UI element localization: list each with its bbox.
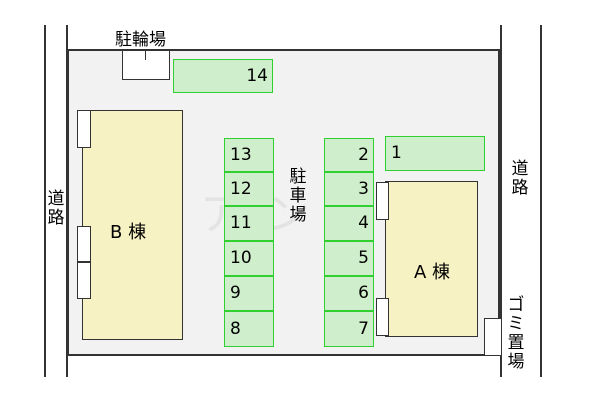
parking-space-10: 10 — [224, 241, 274, 276]
parking-space-number: 1 — [391, 143, 402, 163]
parking-space-number: 2 — [358, 144, 369, 165]
building-a-balcony — [376, 182, 389, 220]
parking-space-number: 11 — [230, 213, 252, 233]
building-a-label: A 棟 — [414, 262, 451, 283]
building-a — [385, 181, 478, 337]
building-a-balcony — [376, 298, 389, 336]
parking-space-6: 6 — [324, 276, 374, 311]
building-b-balcony — [77, 110, 91, 148]
parking-space-9: 9 — [224, 276, 274, 311]
parking-space-8: 8 — [224, 311, 274, 347]
parking-space-number: 6 — [358, 283, 369, 303]
parking-space-number: 7 — [358, 318, 369, 339]
garbage-label: ゴミ置場 — [507, 295, 525, 372]
parking-space-12: 12 — [224, 172, 274, 206]
parking-space-number: 12 — [230, 178, 252, 199]
parking-space-3: 3 — [324, 172, 374, 206]
parking-space-number: 8 — [230, 318, 241, 339]
bicycle-parking-label: 駐輪場 — [115, 30, 166, 50]
parking-space-number: 10 — [230, 248, 252, 268]
garbage-area — [484, 318, 502, 356]
parking-space-14: 14 — [173, 59, 273, 93]
road-right-inner-line — [500, 25, 502, 377]
parking-space-number: 9 — [230, 283, 241, 303]
parking-space-number: 13 — [230, 144, 252, 165]
building-b-balcony — [77, 262, 91, 299]
building-b-balcony — [77, 226, 91, 262]
bicycle-parking-divider — [145, 50, 146, 60]
road-right-outer-line — [540, 25, 542, 377]
road-left-label: 道路 — [47, 189, 65, 228]
parking-space-number: 5 — [358, 248, 369, 268]
parking-space-7: 7 — [324, 311, 374, 347]
parking-space-number: 14 — [246, 65, 268, 86]
parking-space-13: 13 — [224, 138, 274, 172]
building-b — [82, 110, 183, 340]
building-b-label: B 棟 — [110, 222, 147, 243]
parking-space-5: 5 — [324, 241, 374, 276]
parking-space-4: 4 — [324, 206, 374, 241]
parking-space-number: 3 — [358, 178, 369, 199]
bicycle-parking-area — [122, 50, 170, 80]
road-left-outer-line — [44, 25, 46, 377]
parking-space-11: 11 — [224, 206, 274, 241]
parking-space-1: 1 — [385, 136, 485, 171]
parking-label: 駐車場 — [289, 167, 307, 225]
road-right-label: 道路 — [511, 159, 529, 198]
parking-space-number: 4 — [358, 213, 369, 233]
parking-space-2: 2 — [324, 138, 374, 172]
